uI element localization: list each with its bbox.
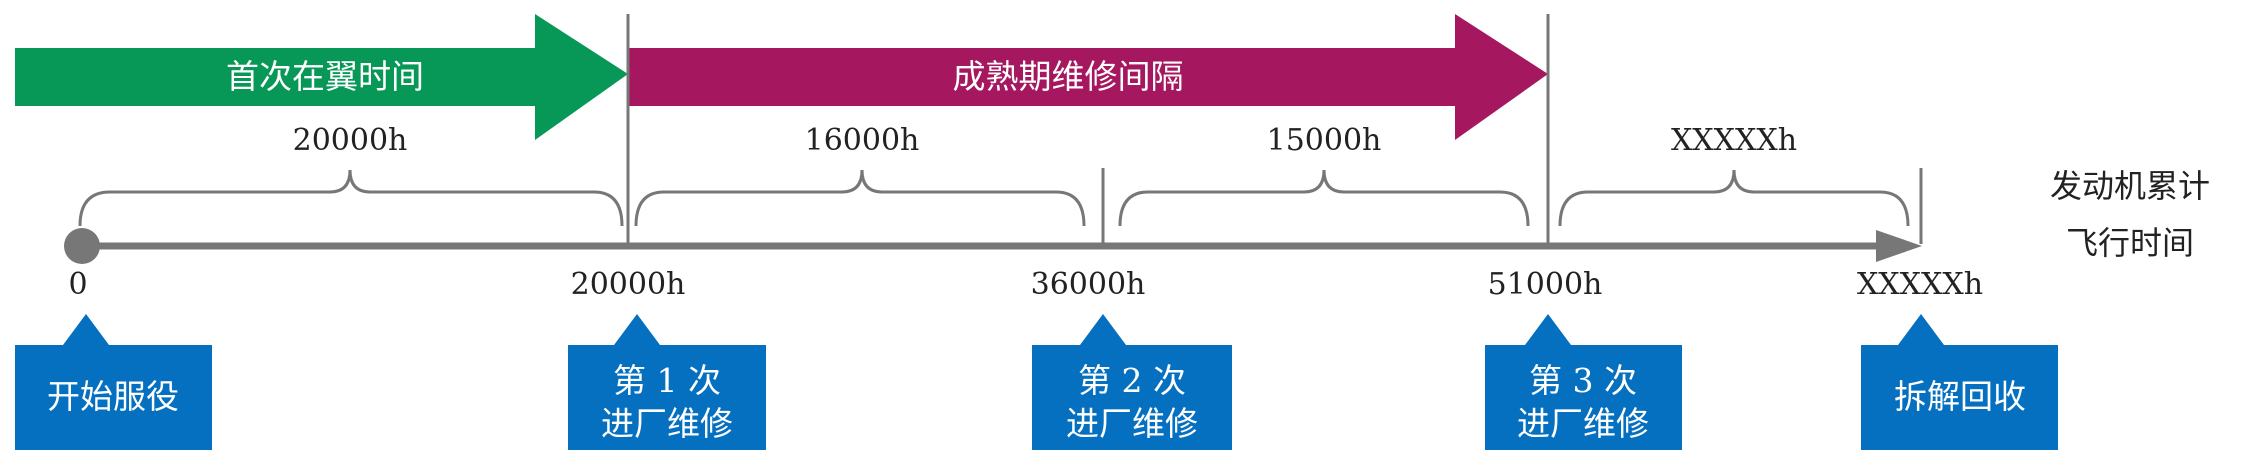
time-axis [64, 228, 1922, 264]
event-box-overhaul-2: 第 2 次 进厂维修 [1032, 314, 1232, 450]
phase-arrow-mature-interval: 成熟期维修间隔 [628, 14, 1548, 140]
axis-title-line2: 飞行时间 [2066, 224, 2194, 262]
event-label-overhaul-1-line2: 进厂维修 [601, 404, 733, 443]
tick-label-0: 0 [68, 267, 87, 302]
event-label-start-service: 开始服役 [47, 377, 179, 416]
tick-label-end: XXXXXh [1857, 267, 1983, 302]
tick-labels: 0 20000h 36000h 51000h XXXXXh [68, 267, 1983, 302]
event-box-start-service: 开始服役 [15, 314, 212, 450]
separator-lines [626, 14, 1923, 244]
axis-origin-dot [64, 228, 100, 264]
brace-1 [78, 169, 624, 227]
event-box-dismantle: 拆解回收 [1861, 314, 2058, 450]
phase-label-first-on-wing: 首次在翼时间 [226, 57, 424, 96]
interval-label-3: 15000h [1267, 123, 1382, 158]
event-label-overhaul-1-line1: 第 1 次 [613, 361, 721, 400]
tick-label-36000: 36000h [1031, 267, 1146, 302]
brace-3 [1118, 169, 1530, 227]
brace-2 [634, 169, 1086, 227]
interval-label-4: XXXXXh [1671, 123, 1797, 158]
event-label-overhaul-3-line1: 第 3 次 [1529, 361, 1637, 400]
interval-labels: 20000h 16000h 15000h XXXXXh [293, 123, 1797, 158]
phase-arrow-first-on-wing: 首次在翼时间 [15, 14, 628, 140]
event-box-overhaul-1: 第 1 次 进厂维修 [568, 314, 766, 450]
event-label-overhaul-3-line2: 进厂维修 [1517, 404, 1649, 443]
tick-label-20000: 20000h [571, 267, 686, 302]
axis-title-line1: 发动机累计 [2050, 167, 2210, 205]
event-label-dismantle: 拆解回收 [1894, 377, 2026, 416]
brace-4 [1558, 169, 1910, 227]
interval-label-2: 16000h [805, 123, 920, 158]
tick-label-51000: 51000h [1488, 267, 1603, 302]
event-label-overhaul-2-line1: 第 2 次 [1078, 361, 1186, 400]
event-label-overhaul-2-line2: 进厂维修 [1066, 404, 1198, 443]
axis-arrowhead [1876, 230, 1922, 262]
event-box-overhaul-3: 第 3 次 进厂维修 [1485, 314, 1682, 450]
phase-label-mature-interval: 成熟期维修间隔 [953, 57, 1184, 96]
interval-label-1: 20000h [293, 123, 408, 158]
interval-braces [78, 169, 1910, 227]
